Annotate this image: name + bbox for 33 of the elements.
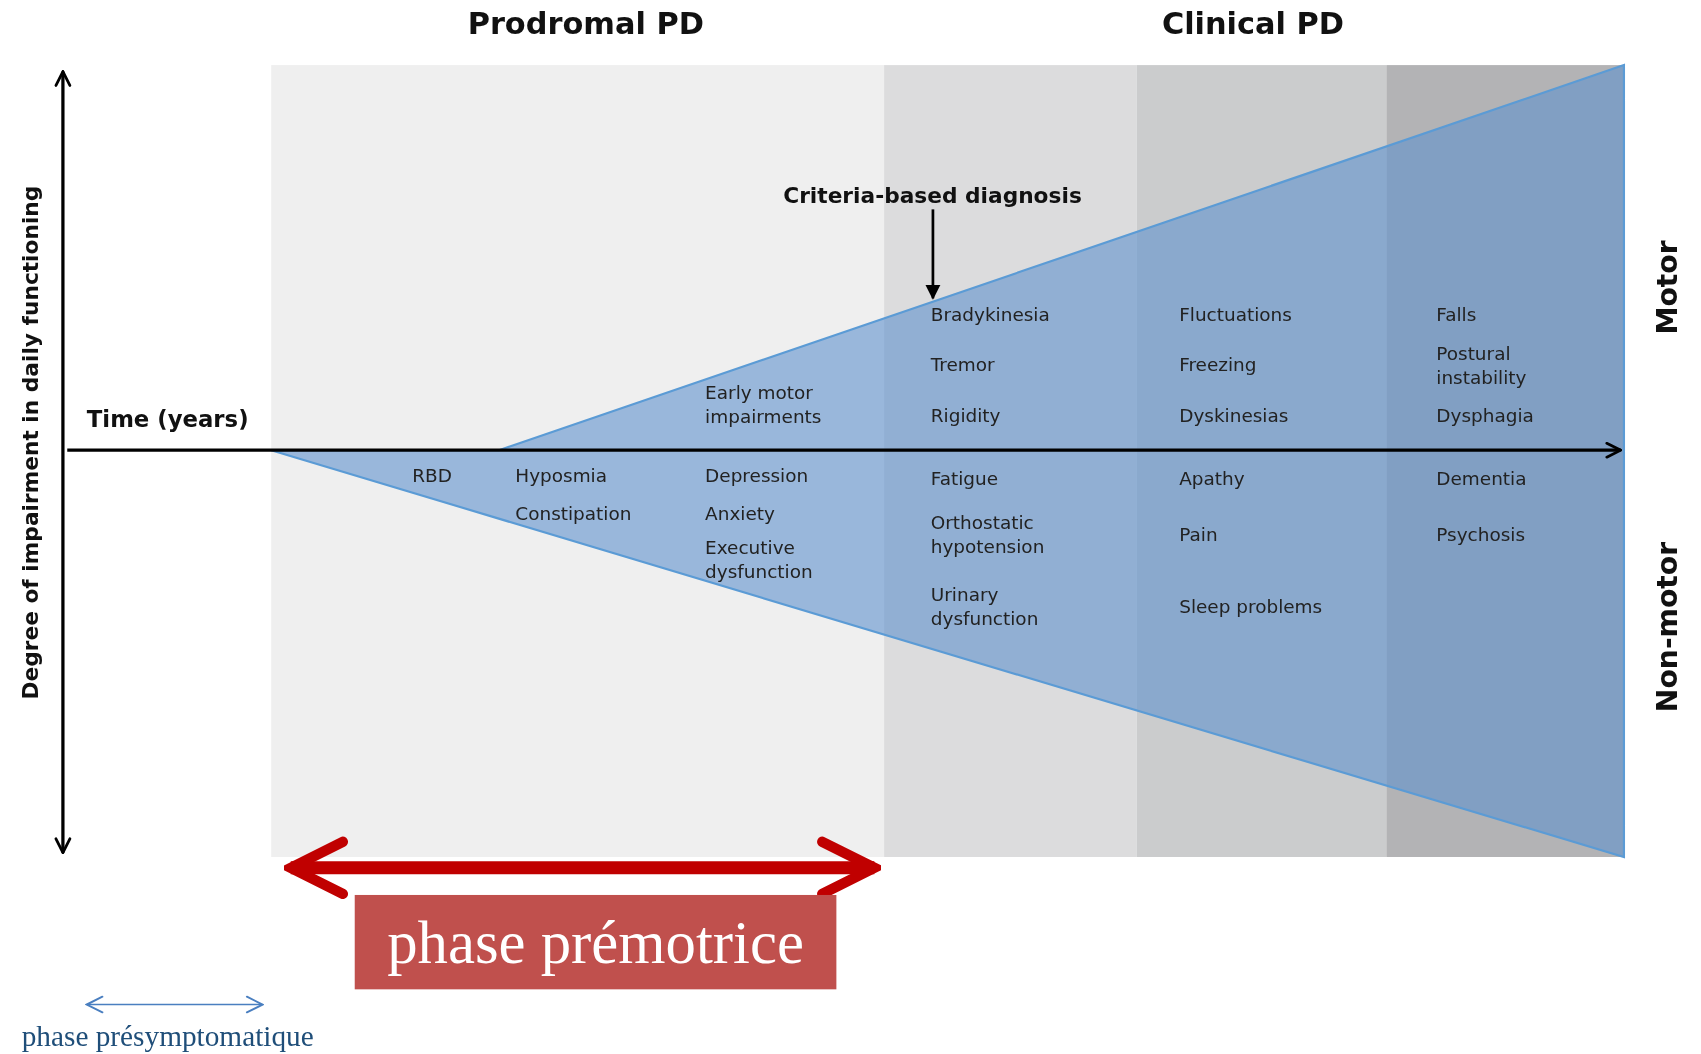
- symptom-label: Rigidity: [930, 403, 1001, 428]
- symptom-label: Pain: [1179, 522, 1218, 547]
- symptom-label: Fluctuations: [1179, 302, 1292, 327]
- symptom-label: Dementia: [1436, 466, 1527, 491]
- phase-box: phase prémotrice: [354, 894, 837, 990]
- axis-label: Time (years): [86, 407, 249, 432]
- symptom-label: Orthostatic hypotension: [930, 511, 1046, 559]
- symptom-label: Bradykinesia: [930, 302, 1050, 327]
- symptom-label: Urinary dysfunction: [930, 582, 1040, 631]
- heading: Clinical PD: [1161, 11, 1344, 36]
- symptom-label: Constipation: [515, 501, 632, 526]
- symptom-label: Executive dysfunction: [705, 536, 814, 584]
- symptom-label: RBD: [412, 463, 452, 488]
- symptom-label: Freezing: [1179, 352, 1257, 377]
- axis-label: Degree of impairment in daily functioning: [18, 185, 43, 700]
- symptom-label: Hyposmia: [515, 463, 608, 488]
- symptom-label: Dyskinesias: [1179, 403, 1289, 428]
- symptom-label: Sleep problems: [1179, 594, 1323, 619]
- symptom-label: Postural instability: [1436, 341, 1528, 390]
- symptom-label: Early motor impairments: [705, 380, 823, 429]
- symptom-label: Apathy: [1179, 466, 1245, 491]
- symptom-label: Psychosis: [1436, 522, 1526, 547]
- axis-label: Non-motor: [1655, 541, 1680, 713]
- symptom-label: Fatigue: [930, 466, 999, 491]
- arrow: [925, 209, 941, 300]
- symptom-label: Falls: [1436, 302, 1477, 327]
- annotation-text: Criteria-based diagnosis: [783, 183, 1082, 208]
- symptom-label: Anxiety: [705, 501, 775, 526]
- axis-label: Motor: [1655, 240, 1680, 335]
- symptom-label: Tremor: [930, 352, 995, 377]
- symptom-label: Dysphagia: [1436, 403, 1534, 428]
- heading: Prodromal PD: [467, 11, 704, 36]
- symptom-label: Depression: [705, 463, 809, 488]
